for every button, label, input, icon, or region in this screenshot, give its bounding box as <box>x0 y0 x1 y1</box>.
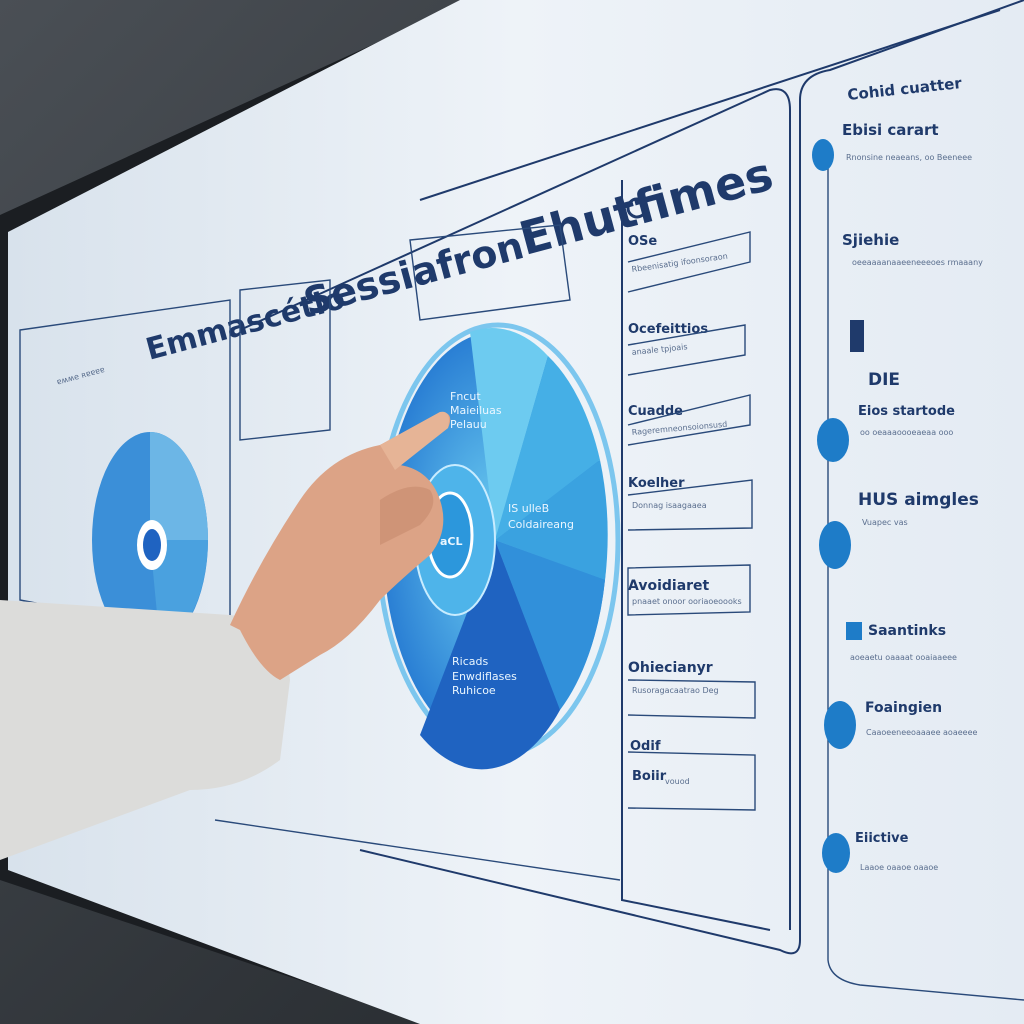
label-text: Rnonsine neaeans, oo Beeneee <box>846 153 972 162</box>
diagram-shape <box>827 150 1024 1001</box>
label-text: Boiir <box>632 769 667 784</box>
label-text: aoeaetu oaaaat ooaiaaeee <box>850 653 957 662</box>
node-icon <box>822 833 850 873</box>
right-item[interactable]: Eiictive Laaoe oaaoe oaaoe <box>822 831 938 873</box>
label-text: vouod <box>665 777 690 786</box>
diagram-shape <box>150 432 208 540</box>
right-item[interactable]: Saantinks aoeaetu oaaaat ooaiaaeee <box>846 622 957 662</box>
target-icon <box>626 197 648 219</box>
pie-chart: aCL Fncut Maieiluas Pelauu IS ulleB Cold… <box>375 322 621 770</box>
shirt-sleeve <box>0 600 290 860</box>
label-text: Koelher <box>628 476 685 491</box>
small-pie-chart <box>92 432 208 648</box>
diagram-shape <box>627 679 756 719</box>
diagram-shape <box>627 564 751 616</box>
node-icon <box>824 701 856 749</box>
label-text: OSe <box>628 234 657 249</box>
diagram-shape <box>239 279 331 441</box>
label-text: Ebisi carart <box>842 121 939 139</box>
diagram-shape <box>359 100 801 955</box>
label-text: HUS aimgles <box>858 490 979 510</box>
node-icon <box>817 418 849 462</box>
label-text: pnaaet onoor ooriaoeoooks <box>632 597 742 606</box>
bar-marker <box>850 320 864 352</box>
label-text: Avoidiaret <box>628 578 710 594</box>
diagram-shape <box>627 324 746 376</box>
pie-slice-label: Coldaireang <box>508 518 574 531</box>
middle-item[interactable]: Ohiecianyr Rusoragacaatrao Deg <box>627 660 756 719</box>
index-finger <box>380 411 449 470</box>
pie-slice-label: IS ulleB <box>508 502 549 515</box>
right-column: Cohid cuatter Ebisi carart Rnonsine neae… <box>812 74 983 873</box>
diagram-shape <box>143 529 161 561</box>
pie-slice <box>470 327 548 540</box>
middle-item[interactable]: Odif Boiir vouod <box>627 739 756 811</box>
diagram-shape <box>627 751 756 811</box>
pie-slice-label: Pelauu <box>450 418 487 431</box>
right-item[interactable]: Foaingien Caaoeeneeoaaaee aoaeeee <box>824 700 977 749</box>
label-text: Vuapec vas <box>862 518 908 527</box>
pie-slice <box>495 460 608 580</box>
label-text: Foaingien <box>865 700 942 716</box>
label-text: DIE <box>868 370 900 390</box>
pie-slice-label: Enwdiflases <box>452 670 517 683</box>
middle-item[interactable]: Koelher Donnag isaagaaea <box>627 476 753 531</box>
right-item[interactable]: HUS aimgles Vuapec vas <box>819 490 979 569</box>
pie-slice-label: Maieiluas <box>450 404 502 417</box>
right-item[interactable]: DIE Eios startode oo oeaaaoooeaeaa ooo <box>817 370 955 462</box>
label-text: Sjiehie <box>842 231 899 249</box>
pie-slice <box>420 540 560 770</box>
label-text: Cuadde <box>628 404 683 419</box>
node-icon <box>812 139 834 171</box>
label-text: oo oeaaaoooeaeaa ooo <box>860 428 953 437</box>
diagram-shape <box>214 819 621 881</box>
label-text: Ocefeittios <box>628 322 708 337</box>
diagram-shape <box>239 88 791 930</box>
pointing-hand <box>0 411 451 860</box>
middle-finger <box>380 486 434 545</box>
diagram-shape <box>621 180 771 931</box>
pie-slice-label: Fncut <box>450 390 481 403</box>
label-text: Saantinks <box>868 623 946 639</box>
diagram-shape <box>409 224 571 321</box>
middle-item[interactable]: Avoidiaret pnaaet onoor ooriaoeoooks <box>627 564 751 616</box>
label-text: Ohiecianyr <box>628 660 713 676</box>
diagram-shape <box>799 0 1024 101</box>
pie-slice-label: Ruhicoe <box>452 684 496 697</box>
diagram-shape <box>627 479 753 531</box>
label-text: Donnag isaagaaea <box>632 501 707 510</box>
label-text: Rusoragacaatrao Deg <box>632 686 719 695</box>
label-text: Eiictive <box>855 831 909 846</box>
right-item[interactable]: Ebisi carart Rnonsine neaeans, oo Beenee… <box>812 121 972 171</box>
pie-slice <box>495 356 600 540</box>
hand <box>230 412 451 680</box>
pie-center-label: aCL <box>440 535 463 548</box>
pie-slice <box>495 540 605 710</box>
diagram-shape <box>419 9 1001 201</box>
label-text: Odif <box>630 739 661 754</box>
square-icon <box>846 622 862 640</box>
node-icon <box>819 521 851 569</box>
pie-slice-label: Ricads <box>452 655 488 668</box>
diagram-shape <box>627 394 751 446</box>
label-text: Caaoeeneeoaaaee aoaeeee <box>866 728 977 737</box>
label-text: oeeaaaanaaeeneeeoes rmaaany <box>852 258 983 267</box>
diagram-shape <box>627 231 751 293</box>
label-text: Laaoe oaaoe oaaoe <box>860 863 938 872</box>
label-text: Eios startode <box>858 404 955 419</box>
right-item[interactable]: Sjiehie oeeaaaanaaeeneeeoes rmaaany <box>842 231 983 352</box>
